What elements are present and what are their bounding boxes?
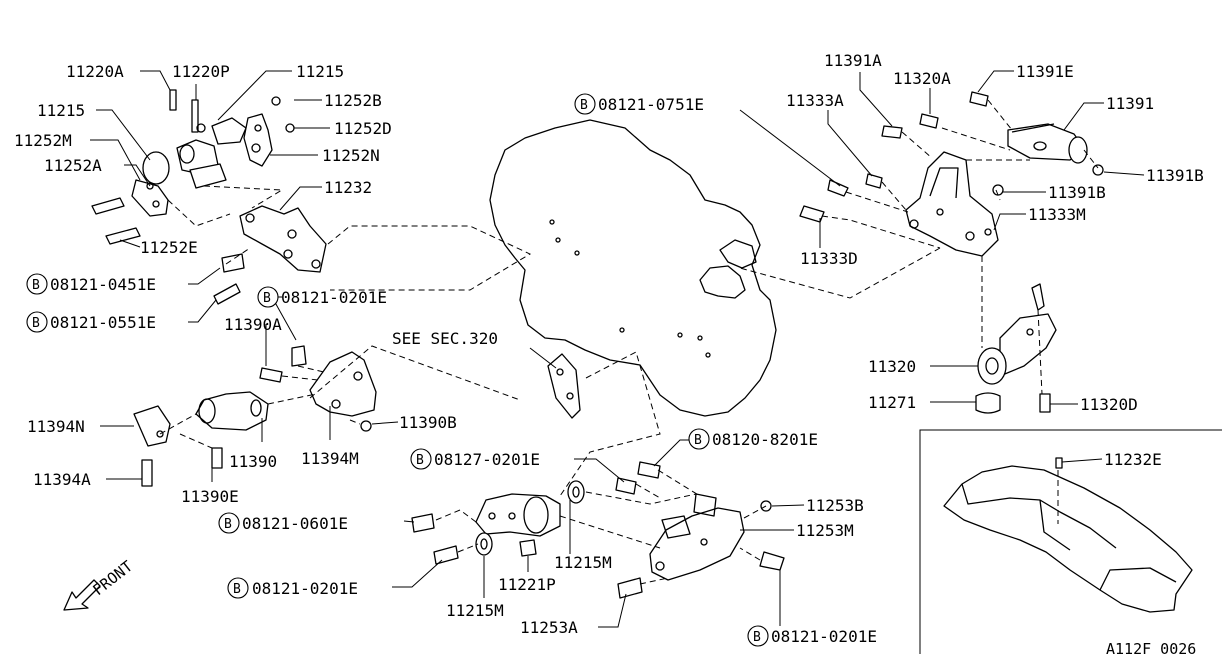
part-label-11252b: 11252B <box>324 91 382 110</box>
part-label-11391b-right: 11391B <box>1146 166 1204 185</box>
part-label-11390: 11390 <box>229 452 277 471</box>
part-label-11320: 11320 <box>868 357 916 376</box>
rear-engine-mount-assembly <box>975 256 1057 414</box>
part-label-11333a: 11333A <box>786 91 844 110</box>
part-label-11252d: 11252D <box>334 119 392 138</box>
part-label-11390e: 11390E <box>181 487 239 506</box>
part-label-08121-0201e-upper: 08121-0201E <box>281 288 387 307</box>
part-label-11391e: 11391E <box>1016 62 1074 81</box>
part-label-11391: 11391 <box>1106 94 1154 113</box>
part-label-11253m: 11253M <box>796 521 854 540</box>
part-label-11391b: 11391B <box>1048 183 1106 202</box>
part-label-08121-0201e-bottom: 08121-0201E <box>771 627 877 646</box>
part-label-08121-0601e: 08121-0601E <box>242 514 348 533</box>
figure-code: A112F 0026 <box>1106 640 1196 658</box>
front-mount-insulator-assembly <box>91 89 532 305</box>
bolt-b-icon: B <box>227 577 249 599</box>
part-label-11232: 11232 <box>324 178 372 197</box>
front-label: FRONT <box>89 557 136 599</box>
part-label-11215-top: 11215 <box>296 62 344 81</box>
rear-mount-insulator-assembly <box>133 345 521 487</box>
part-label-11390a: 11390A <box>224 315 282 334</box>
part-label-11221p: 11221P <box>498 575 556 594</box>
bolt-b-icon: B <box>574 93 596 115</box>
part-label-11252e: 11252E <box>140 238 198 257</box>
part-label-11394n: 11394N <box>27 417 85 436</box>
part-label-11320a: 11320A <box>893 69 951 88</box>
part-label-11320d: 11320D <box>1080 395 1138 414</box>
part-label-08127-0201e: 08127-0201E <box>434 450 540 469</box>
part-label-08121-0551e: 08121-0551E <box>50 313 156 332</box>
front-arrow-icon <box>63 579 101 611</box>
part-label-11220a: 11220A <box>66 62 124 81</box>
inset-panel <box>919 429 1222 654</box>
see-section-reference: SEE SEC.320 <box>392 329 498 348</box>
bolt-b-icon: B <box>26 311 48 333</box>
bolt-b-icon: B <box>688 428 710 450</box>
part-label-08121-0451e: 08121-0451E <box>50 275 156 294</box>
part-label-08120-8201e: 08120-8201E <box>712 430 818 449</box>
part-label-11391a: 11391A <box>824 51 882 70</box>
svg-text:B: B <box>224 517 232 532</box>
svg-text:B: B <box>416 453 424 468</box>
svg-text:B: B <box>753 630 761 645</box>
svg-text:B: B <box>694 433 702 448</box>
part-label-11271: 11271 <box>868 393 916 412</box>
part-label-11252n: 11252N <box>322 146 380 165</box>
bolt-b-icon: B <box>747 625 769 647</box>
right-mount-bracket-assembly <box>739 91 1104 299</box>
part-label-11333m: 11333M <box>1028 205 1086 224</box>
svg-text:B: B <box>32 316 40 331</box>
bolt-symbols: B B B B B B B B B <box>26 93 769 647</box>
bolt-b-icon: B <box>26 273 48 295</box>
center-rear-mount-assembly <box>411 351 785 599</box>
leader-lines <box>90 70 1145 628</box>
part-label-11220p: 11220P <box>172 62 230 81</box>
svg-text:B: B <box>263 291 271 306</box>
bolt-b-icon: B <box>410 448 432 470</box>
part-label-11390b: 11390B <box>399 413 457 432</box>
part-label-08121-0201e-lower: 08121-0201E <box>252 579 358 598</box>
part-label-11253a: 11253A <box>520 618 578 637</box>
bolt-b-icon: B <box>218 512 240 534</box>
engine-block-outline <box>489 119 777 417</box>
part-label-11333d: 11333D <box>800 249 858 268</box>
part-label-11394a: 11394A <box>33 470 91 489</box>
part-label-08121-0751e: 08121-0751E <box>598 95 704 114</box>
svg-text:B: B <box>32 278 40 293</box>
svg-text:B: B <box>580 98 588 113</box>
part-labels: 11220A 11220P 11215 11215 11252B 11252D … <box>14 51 1204 658</box>
part-label-11215m-lower: 11215M <box>446 601 504 620</box>
part-label-11394m: 11394M <box>301 449 359 468</box>
part-label-11253b: 11253B <box>806 496 864 515</box>
bolt-b-icon: B <box>257 286 279 308</box>
part-label-11252a: 11252A <box>44 156 102 175</box>
part-label-11215m-upper: 11215M <box>554 553 612 572</box>
svg-text:B: B <box>233 582 241 597</box>
part-label-11252m: 11252M <box>14 131 72 150</box>
part-label-11215-left: 11215 <box>37 101 85 120</box>
part-label-11232e: 11232E <box>1104 450 1162 469</box>
